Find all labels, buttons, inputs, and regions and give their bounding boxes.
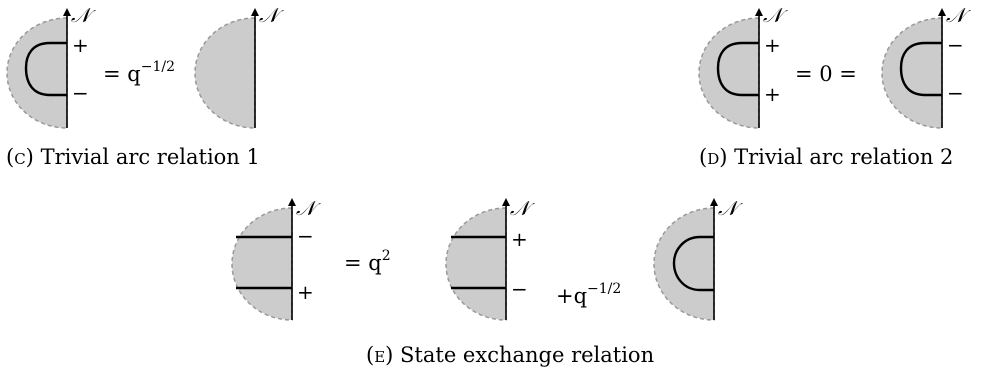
half-disk <box>6 17 68 129</box>
caption-e-letter: (e) <box>366 343 394 367</box>
n-label: 𝒩 <box>718 196 743 220</box>
diagram-c-left: 𝒩 + − <box>6 3 96 129</box>
caption-d-text: Trivial arc relation 2 <box>734 145 954 169</box>
caption-c-text: Trivial arc relation 1 <box>40 145 260 169</box>
half-disk <box>231 207 293 321</box>
n-label: 𝒩 <box>71 3 96 27</box>
minus-sign: − <box>947 33 964 57</box>
coef-e1-exp: 2 <box>382 248 391 264</box>
half-disk <box>445 207 507 321</box>
equals-zero: = 0 = <box>795 62 857 86</box>
minus-sign: − <box>947 81 964 105</box>
diagram-c-right: 𝒩 <box>194 3 284 129</box>
half-disk <box>653 207 715 321</box>
trivial-arc <box>716 41 759 97</box>
plus-sign: + <box>72 33 89 57</box>
n-label: 𝒩 <box>946 3 971 27</box>
coef-e2-base: +q <box>556 284 587 308</box>
half-disk <box>698 17 760 129</box>
minus-sign: − <box>72 81 89 105</box>
coef-c-base: = q <box>103 62 141 86</box>
svg-text:= q−1/2: = q−1/2 <box>103 59 175 86</box>
diagram-e-third: 𝒩 <box>653 196 743 321</box>
minus-sign: − <box>511 277 528 301</box>
coef-e1-base: = q <box>344 251 382 275</box>
caption-d: (d) Trivial arc relation 2 <box>699 145 953 169</box>
trivial-arc <box>899 41 942 97</box>
coef-c-exp: −1/2 <box>141 59 175 75</box>
svg-text:+q−1/2: +q−1/2 <box>556 281 621 308</box>
coef-c: = q−1/2 <box>103 59 175 86</box>
coef-e-2: +q−1/2 <box>556 281 621 308</box>
caption-e-text: State exchange relation <box>400 343 655 367</box>
caption-c-letter: (c) <box>6 145 34 169</box>
caption-c: (c) Trivial arc relation 1 <box>6 145 260 169</box>
coef-e2-exp: −1/2 <box>587 281 621 297</box>
plus-sign: + <box>297 280 314 304</box>
half-disk <box>881 17 943 129</box>
n-label: 𝒩 <box>296 196 321 220</box>
trivial-arc <box>672 235 714 292</box>
minus-sign: − <box>297 224 314 248</box>
plus-sign: + <box>764 82 781 106</box>
half-disk <box>194 17 256 129</box>
plus-sign: + <box>511 227 528 251</box>
caption-d-letter: (d) <box>699 145 728 169</box>
diagram-d-right: 𝒩 − − <box>881 3 971 129</box>
svg-text:= q2: = q2 <box>344 248 391 275</box>
n-label: 𝒩 <box>763 3 788 27</box>
plus-sign: + <box>764 33 781 57</box>
n-label: 𝒩 <box>510 196 535 220</box>
caption-e: (e) State exchange relation <box>366 343 654 367</box>
diagram-e-second: 𝒩 + − <box>445 196 535 321</box>
n-label: 𝒩 <box>259 3 284 27</box>
diagram-d-left: 𝒩 + + <box>698 3 788 129</box>
diagram-e-first: 𝒩 − + <box>231 196 321 321</box>
coef-e-1: = q2 <box>344 248 391 275</box>
trivial-arc <box>24 41 67 97</box>
